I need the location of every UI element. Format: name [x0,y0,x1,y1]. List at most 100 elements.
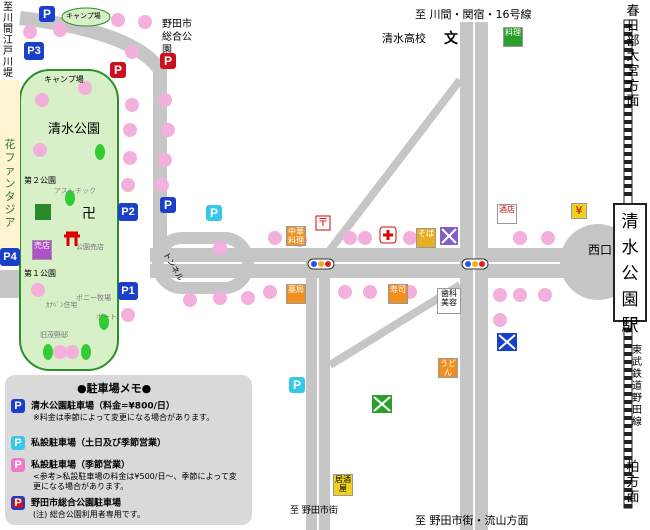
legend-parking-pink-icon: P [11,458,25,472]
blossom-tree [241,291,255,305]
railway-tie [624,184,632,188]
railway-tie [624,24,632,28]
railway-tie [624,384,632,388]
blossom-tree [538,288,552,302]
railway-tie [624,360,632,364]
green-tree [95,144,105,160]
railway-tie [624,352,632,356]
pharmacy-icon: 薬局 [286,284,306,304]
railway-tie [624,88,632,92]
cherry-blossom-trees [23,13,555,359]
park2-label: 第２公園 [24,176,56,185]
railway-tie [624,120,632,124]
railway-tie [624,64,632,68]
railway-tie [624,480,632,484]
kashiwa-label: 柏方面 [626,460,640,505]
blossom-tree [338,285,352,299]
blossom-tree [111,13,125,27]
blossom-tree [363,285,377,299]
railway-tie [624,336,632,340]
blossom-tree [161,123,175,137]
railway-tie [624,448,632,452]
restroom-icon [35,204,51,220]
railway-tie [624,80,632,84]
legend-parking-red-icon: P [11,496,25,510]
temple-icon: 卍 [82,206,96,222]
blossom-tree [263,285,277,299]
blossom-tree [125,98,139,112]
railway-tie [624,48,632,52]
parking-badge-private-1[interactable]: P [206,205,222,221]
railway-tie [624,496,632,500]
railway-tie [624,72,632,76]
blossom-tree [121,178,135,192]
torii-icon [64,231,80,246]
parking-p4[interactable]: P4 [0,248,20,266]
railway-tie [624,96,632,100]
blossom-tree [513,231,527,245]
school-icon: 文 [444,31,458,47]
south-small-road-label: 至 野田市街 [290,506,338,516]
parking-badge-private-2[interactable]: P [289,377,305,393]
railway-tie [624,176,632,180]
blossom-tree [35,93,49,107]
athletic-label: アスレチック [54,187,96,195]
legend-title: ●駐車場メモ● [77,382,152,395]
blossom-tree [33,143,47,157]
park-name-label: 清水公園 [48,122,101,137]
blossom-tree [343,231,357,245]
blossom-tree [493,313,507,327]
camp-park-label: キャンプ場 [44,75,84,84]
parking-p1[interactable]: P1 [118,282,138,300]
blossom-tree [213,241,227,255]
railway-tie [624,432,632,436]
blossom-tree [158,93,172,107]
chinese-restaurant-icon: 中華料理 [286,226,306,246]
green-tree [65,190,75,206]
parking-p3[interactable]: P3 [24,42,44,60]
parking-badge-sogo-2[interactable]: P [160,53,176,69]
railway-label: 東武鉄道野田線 [632,345,642,428]
railway-tie [624,344,632,348]
parking-p2[interactable]: P2 [118,203,138,221]
railway-tie [624,328,632,332]
shimizu-koen-station[interactable]: 清水公園駅 [613,203,647,336]
railway-tie [624,440,632,444]
post-office-icon [315,215,331,231]
legend-parking-cyan-icon: P [11,436,25,450]
railway-tie [624,408,632,412]
old-house-label: 旧茂野邸 [40,331,68,339]
legend-parking-blue-icon: P [11,399,25,413]
udon-icon: うどん [438,358,458,378]
green-tree [99,314,109,330]
railway-tie [624,128,632,132]
railway-tie [624,136,632,140]
parking-badge-sogo-1[interactable]: P [110,62,126,78]
blossom-tree [541,231,555,245]
parking-badge-north[interactable]: P [39,6,55,22]
sogo-park-label: 野田市総合公園 [162,19,192,56]
pony-label: ポニー牧場 [76,294,111,302]
boat-label: ボート [96,313,117,321]
ikkenya-label: ｶﾅﾍﾞﾝ住宅 [46,301,78,309]
blossom-tree [268,231,282,245]
railway-tie [624,152,632,156]
parking-badge-east[interactable]: P [160,197,176,213]
railway-tie [624,456,632,460]
blossom-tree [183,293,197,307]
camp-north-label: キャンプ場 [66,12,101,20]
kasukabe-label-a: 春日部大宮方面 [626,4,640,109]
blossom-tree [65,345,79,359]
blossom-tree [493,288,507,302]
park-shop-icon: 売店 [32,240,52,260]
blossom-tree [53,345,67,359]
road-south-left-line [317,278,319,530]
railway-tie [624,40,632,44]
railway-tie [624,488,632,492]
